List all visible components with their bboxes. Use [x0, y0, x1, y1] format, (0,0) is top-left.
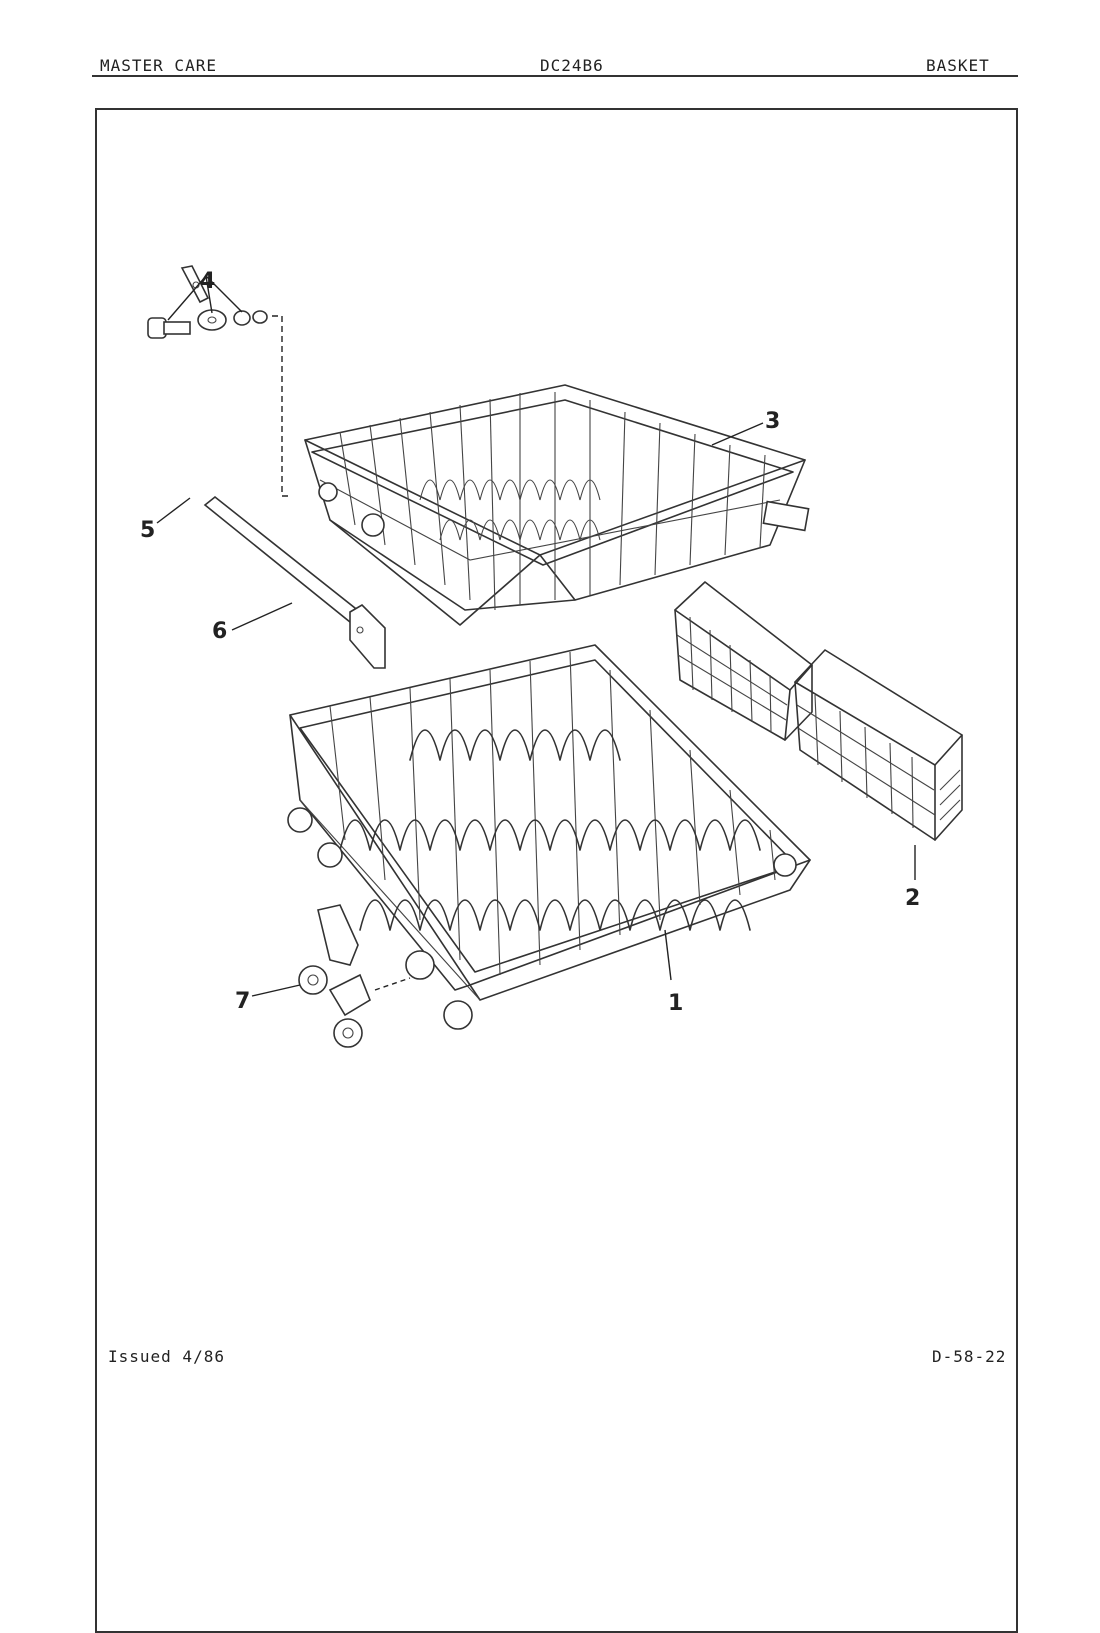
leader-5 [156, 497, 191, 524]
callout-5: 5 [140, 518, 155, 543]
footer-code: D-58-22 [932, 1347, 1007, 1366]
rack-rail [203, 495, 386, 669]
header-model: DC24B6 [540, 56, 604, 75]
callout-7: 7 [235, 989, 250, 1014]
callout-6: 6 [212, 619, 227, 644]
leader-4c [205, 275, 243, 313]
footer-issued: Issued 4/86 [108, 1347, 225, 1366]
leader-4b [205, 275, 213, 314]
leader-6 [231, 602, 293, 631]
leader-4a [167, 275, 207, 321]
leader-lines [156, 275, 916, 997]
header-section: BASKET [926, 56, 990, 75]
leader-3 [711, 422, 764, 446]
silverware-baskets [674, 581, 963, 841]
callout-1: 1 [668, 991, 683, 1016]
callout-4: 4 [200, 269, 215, 294]
leader-1 [664, 929, 672, 981]
callout-3: 3 [765, 409, 780, 434]
header-rule [92, 75, 1018, 77]
upper-rack [304, 384, 810, 626]
exploded-parts-diagram: 1 2 3 4 5 6 7 [140, 265, 963, 1048]
leader-7 [251, 984, 301, 997]
header-brand: MASTER CARE [100, 56, 217, 75]
wheel-assembly [298, 904, 411, 1048]
callout-2: 2 [905, 886, 920, 911]
lower-rack [287, 644, 811, 1030]
roller-pin-assembly [147, 309, 292, 497]
